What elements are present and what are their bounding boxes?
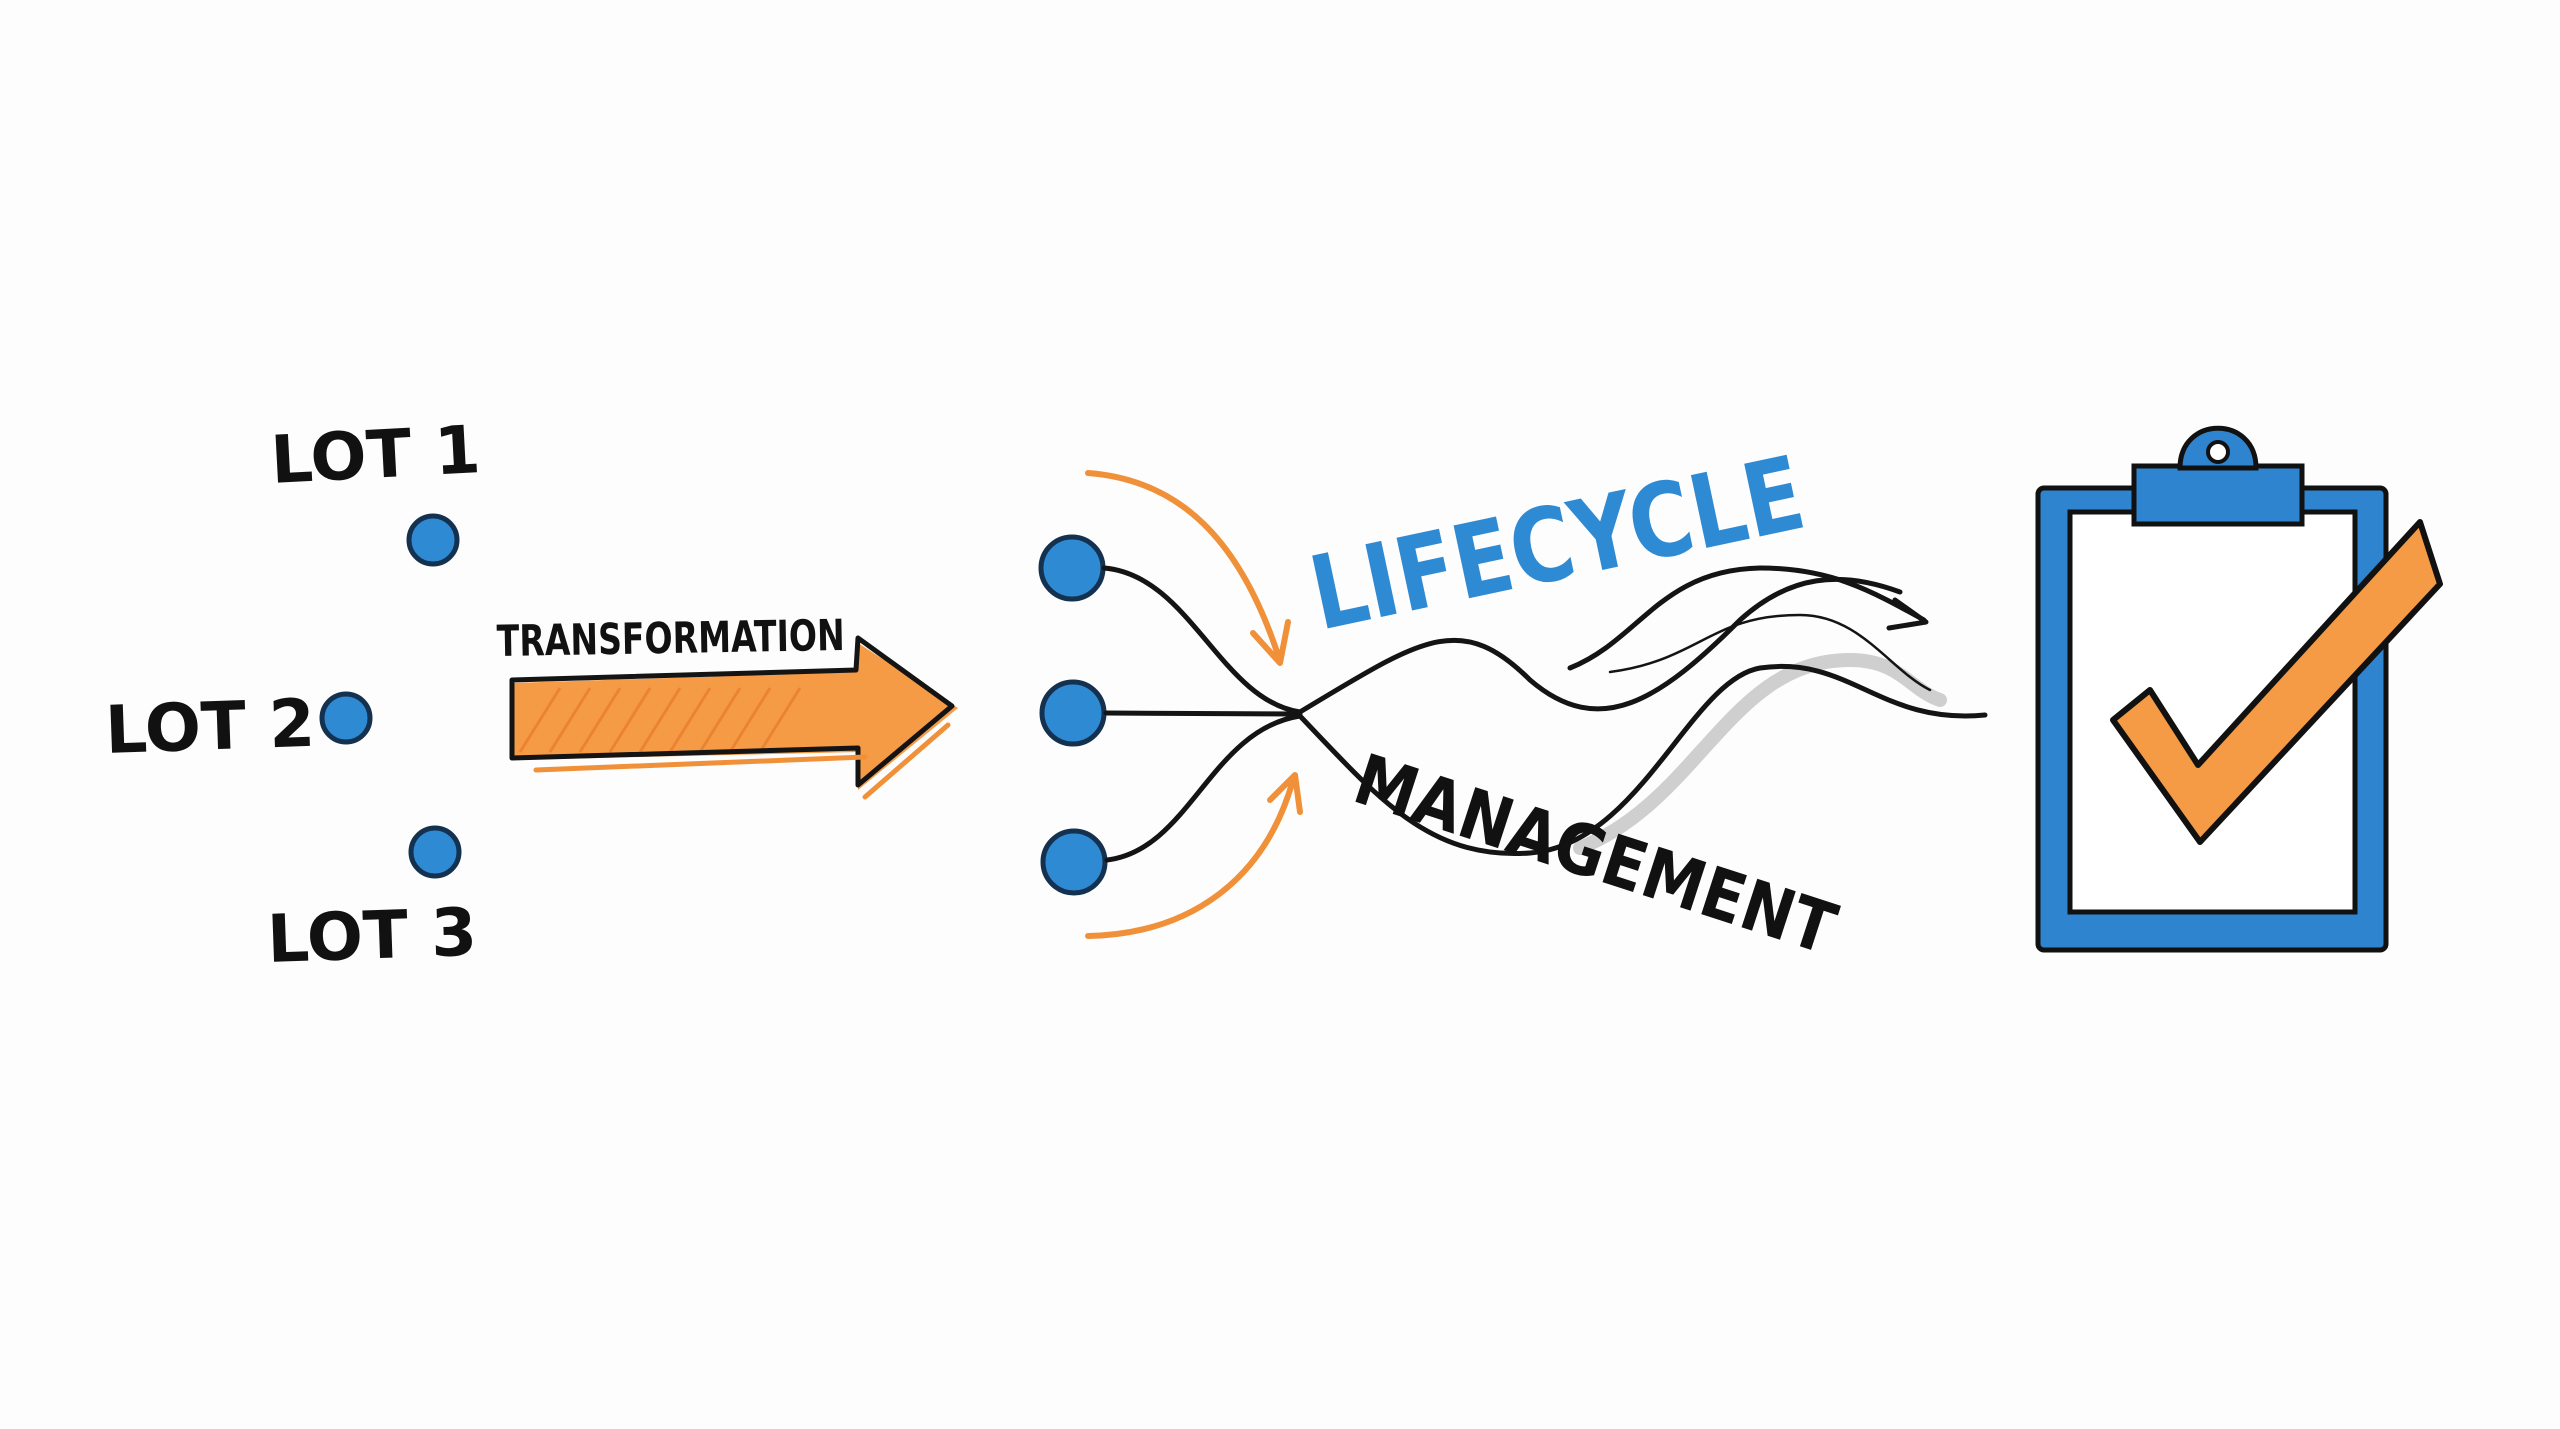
converging-lines xyxy=(1101,565,1303,863)
orange-arrow-top xyxy=(1085,470,1281,658)
input-dot-top xyxy=(1038,534,1106,602)
input-dots-group xyxy=(1038,534,1108,896)
lifecycle-waves xyxy=(1297,565,1988,857)
lot-1-label: LOT 1 xyxy=(269,411,482,499)
clipboard-icon xyxy=(2035,425,2389,953)
management-title: MANAGEMENT xyxy=(1345,738,1846,971)
lots-group: LOT 1 LOT 2 LOT 3 xyxy=(104,411,482,978)
orange-flow-arrows xyxy=(1085,470,1303,939)
transformation-arrow xyxy=(509,635,958,800)
transformation-arrow-group: TRANSFORMATION xyxy=(496,611,958,800)
input-dot-middle xyxy=(1039,679,1107,747)
lot-1-dot xyxy=(406,513,460,567)
orange-arrow-bottom xyxy=(1085,777,1296,939)
checkmark-icon xyxy=(2110,519,2443,845)
lot-3-dot xyxy=(408,825,462,879)
transformation-label: TRANSFORMATION xyxy=(496,611,845,667)
lot-3-label: LOT 3 xyxy=(266,894,478,978)
lot-2-label: LOT 2 xyxy=(104,685,316,769)
input-dot-bottom xyxy=(1040,828,1108,896)
lot-2-dot xyxy=(319,691,373,745)
